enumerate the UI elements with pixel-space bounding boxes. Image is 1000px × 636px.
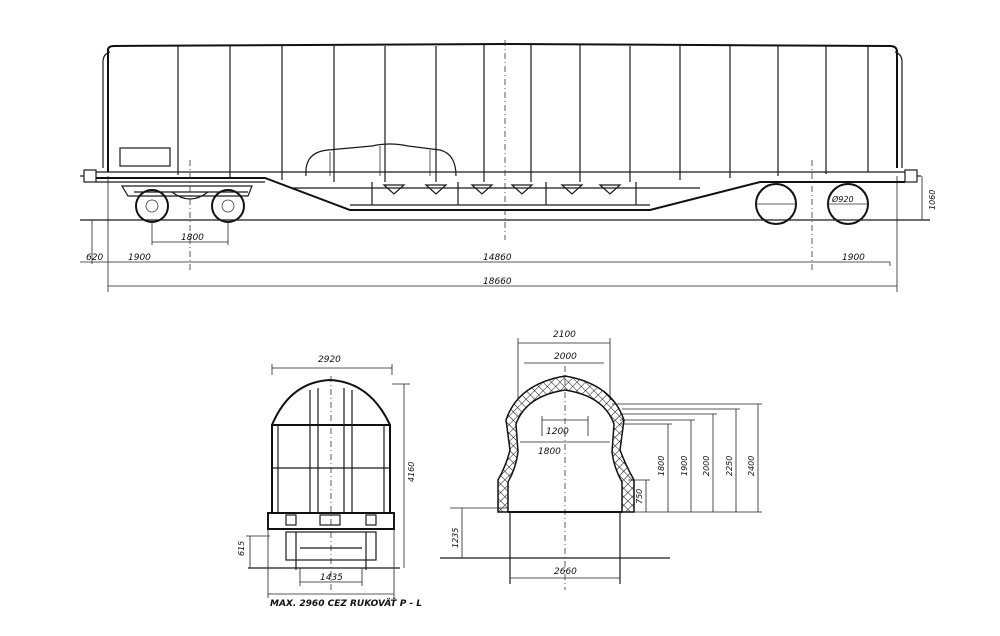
track-gauge-label: 1435 bbox=[320, 573, 343, 583]
end-width-label: 2920 bbox=[318, 355, 341, 365]
overall-length-label: 18660 bbox=[483, 277, 512, 287]
label-plate bbox=[119, 147, 171, 167]
arch-inner-2-label: 1800 bbox=[538, 447, 561, 457]
h-1800-label: 1800 bbox=[657, 456, 666, 476]
overhang-left-label: 1900 bbox=[128, 253, 151, 263]
buffer-height-label: 1060 bbox=[928, 190, 937, 210]
end-bogie bbox=[285, 531, 377, 561]
base-width-label: 2660 bbox=[554, 567, 577, 577]
cover-hatched bbox=[497, 375, 635, 513]
end-height-label: 4160 bbox=[407, 462, 416, 482]
end-cover-arch bbox=[271, 378, 391, 426]
end-floor-height-label: 615 bbox=[237, 541, 246, 556]
h-1900-label: 1900 bbox=[680, 456, 689, 476]
wheel-diameter-label: Ø920 bbox=[831, 194, 854, 204]
h-2400-label: 2400 bbox=[747, 456, 756, 476]
h-2000-label: 2000 bbox=[702, 456, 711, 476]
side-view: 1800 620 1900 14860 1900 18660 Ø920 1060 bbox=[80, 40, 937, 292]
max-width-note: MAX. 2960 CEZ RUKOVÄŤ P - L bbox=[270, 598, 422, 609]
left-bogie bbox=[120, 185, 253, 223]
side-cover-outline bbox=[107, 42, 898, 172]
height-dimension-lines bbox=[612, 403, 762, 513]
cross-section: 2100 2000 1200 1800 2660 1235 bbox=[440, 330, 762, 590]
top-inner-label: 2000 bbox=[554, 352, 577, 362]
overhang-right-label: 1900 bbox=[842, 253, 865, 263]
buffers bbox=[80, 169, 921, 183]
h-2250-label: 2250 bbox=[725, 456, 734, 476]
coil-load bbox=[305, 143, 457, 177]
end-view: 2920 4160 615 1435 bbox=[237, 355, 422, 609]
h-750-label: 750 bbox=[635, 489, 644, 504]
arch-inner-1-label: 1200 bbox=[546, 427, 569, 437]
bogie-centres-label: 14860 bbox=[483, 253, 512, 263]
frame-openings bbox=[371, 182, 637, 205]
side-dimension-lines bbox=[80, 176, 923, 292]
end-height-label: 620 bbox=[86, 253, 103, 263]
floor-height-label: 1235 bbox=[451, 528, 460, 548]
underframe bbox=[96, 177, 905, 211]
top-outer-label: 2100 bbox=[553, 330, 576, 340]
bogie-wheelbase-label: 1800 bbox=[181, 233, 204, 243]
side-ribs bbox=[177, 45, 869, 182]
right-bogie bbox=[755, 183, 869, 225]
